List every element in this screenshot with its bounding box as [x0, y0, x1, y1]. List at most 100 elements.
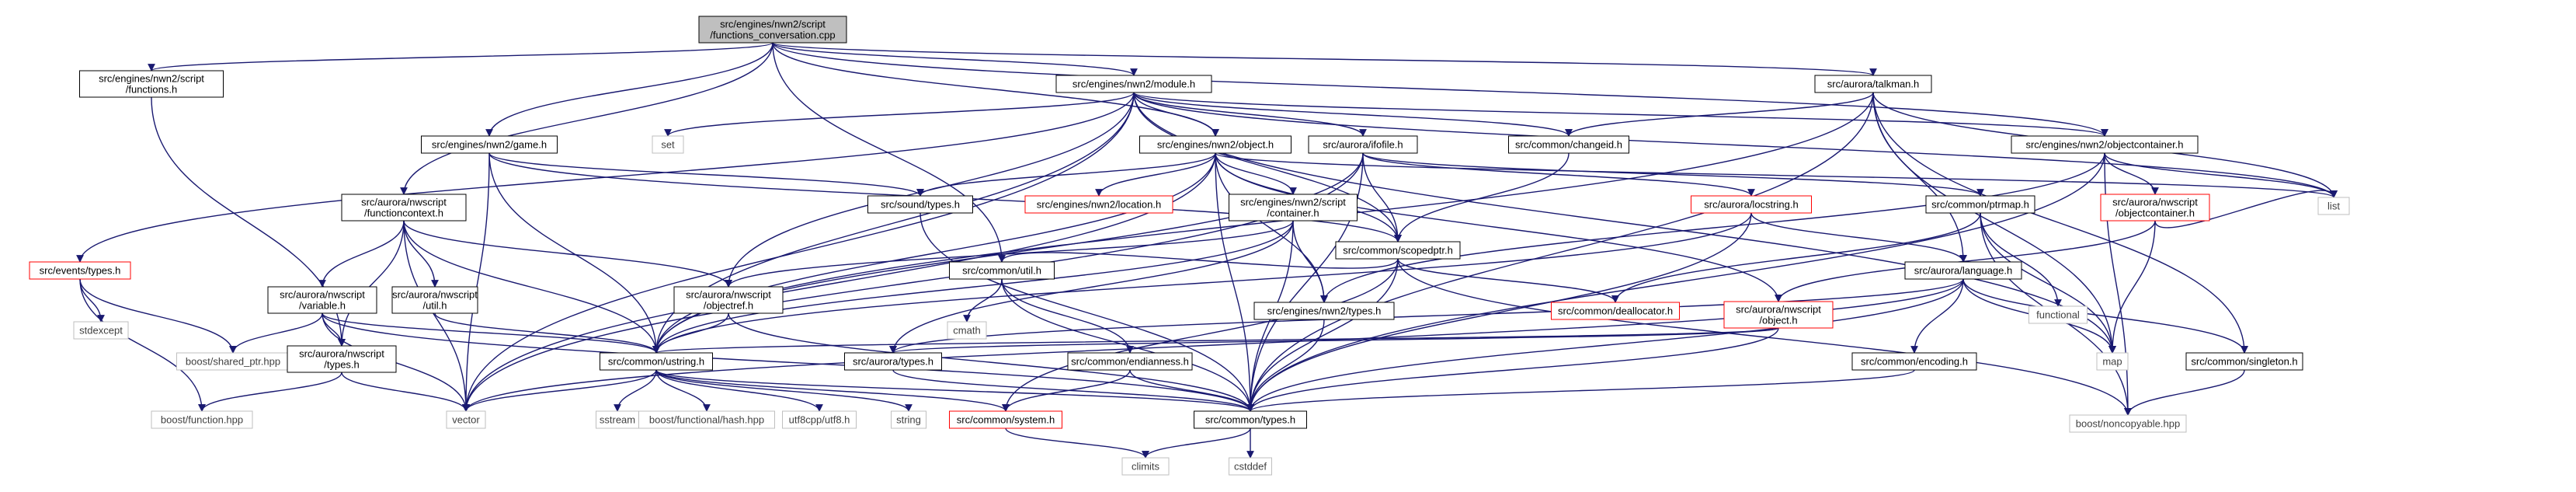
node-object[interactable]: src/engines/nwn2/object.h [1139, 135, 1291, 154]
node-root-label: src/engines/nwn2/script [720, 19, 826, 30]
node-noncopyable-label: boost/noncopyable.hpp [2076, 418, 2180, 430]
node-set: set [652, 135, 684, 154]
node-functioncontext[interactable]: src/aurora/nwscript/functioncontext.h [341, 194, 467, 222]
edge-commontypes-to-climits [1142, 427, 1251, 459]
edge-object-to-ustring [652, 152, 1216, 354]
node-module[interactable]: src/engines/nwn2/module.h [1055, 75, 1212, 93]
node-functioncontext-box [341, 194, 467, 222]
node-ifofile[interactable]: src/aurora/ifofile.h [1308, 135, 1418, 154]
node-nwsobject[interactable]: src/aurora/nwscript/object.h [1723, 301, 1834, 329]
node-talkman[interactable]: src/aurora/talkman.h [1814, 75, 1932, 93]
node-root[interactable]: src/engines/nwn2/script/functions_conver… [698, 16, 847, 44]
edge-ustring-to-system [655, 369, 1010, 412]
node-nwn2types[interactable]: src/engines/nwn2/types.h [1253, 302, 1395, 320]
edge-eventstypes-to-boostfunction [79, 278, 206, 412]
edge-talkman-to-changeid [1565, 92, 1874, 137]
node-cmath-label: cmath [953, 325, 980, 337]
node-language-label: src/aurora/language.h [1914, 265, 2012, 277]
edge-nwstypes-to-boostfunction [198, 372, 342, 412]
edge-module-to-objectcontainer [1133, 92, 2108, 137]
node-language-box [1904, 261, 2022, 280]
node-auroratypes[interactable]: src/aurora/types.h [844, 352, 942, 371]
node-language[interactable]: src/aurora/language.h [1904, 261, 2022, 280]
node-root-label: /functions_conversation.cpp [710, 30, 835, 41]
node-cstddef: cstddef [1229, 457, 1272, 476]
edge-ustring-to-commontypes [655, 369, 1254, 412]
node-endianness[interactable]: src/common/endianness.h [1067, 352, 1193, 371]
node-objectref[interactable]: src/aurora/nwscript/objectref.h [673, 286, 784, 314]
node-climits-label: climits [1132, 461, 1160, 473]
node-sstream: sstream [596, 410, 639, 429]
node-layer: src/engines/nwn2/script/functions_conver… [29, 16, 2350, 476]
node-objectcontainer[interactable]: src/engines/nwn2/objectcontainer.h [2011, 135, 2199, 154]
edge-ustring-to-hash [655, 369, 711, 412]
node-changeid[interactable]: src/common/changeid.h [1508, 135, 1629, 154]
edge-commonutil-to-endianness [1001, 278, 1134, 354]
node-eventstypes-label: src/events/types.h [40, 265, 121, 277]
edge-module-to-changeid [1133, 92, 1573, 137]
node-system-label: src/common/system.h [957, 414, 1055, 426]
edge-functioncontext-to-variable [318, 220, 405, 288]
node-module-label: src/engines/nwn2/module.h [1072, 79, 1195, 90]
edge-module-to-vector [462, 92, 1135, 412]
node-variable-label: /variable.h [299, 300, 346, 312]
node-endianness-label: src/common/endianness.h [1071, 356, 1189, 368]
edge-ifofile-to-locstring [1362, 152, 1755, 197]
node-ustring[interactable]: src/common/ustring.h [600, 352, 713, 371]
edge-object-to-nwsobject [1215, 152, 1782, 302]
edge-ustring-to-vector [462, 369, 657, 412]
node-location-label: src/engines/nwn2/location.h [1037, 199, 1161, 211]
node-nwsobjectcontainer[interactable]: src/aurora/nwscript/objectcontainer.h [2100, 194, 2210, 222]
edge-nwsutil-to-ustring [434, 312, 660, 354]
edge-locstring-to-language [1750, 212, 1967, 263]
node-hash-label: boost/functional/hash.hpp [649, 414, 764, 426]
node-nwstypes-label: /types.h [324, 359, 360, 371]
edge-scopedptr-to-commontypes [1246, 258, 1399, 412]
node-soundtypes[interactable]: src/sound/types.h [867, 195, 973, 214]
node-scriptcontainer-label: src/engines/nwn2/script [1240, 197, 1346, 208]
node-nwsobjectcontainer-label: src/aurora/nwscript [2112, 197, 2198, 208]
node-location[interactable]: src/engines/nwn2/location.h [1024, 195, 1173, 214]
edge-language-to-commontypes [1246, 278, 1964, 412]
node-eventstypes[interactable]: src/events/types.h [29, 261, 131, 280]
node-locstring[interactable]: src/aurora/locstring.h [1691, 195, 1812, 214]
node-game[interactable]: src/engines/nwn2/game.h [421, 135, 558, 154]
edge-changeid-to-scopedptr [1394, 152, 1570, 243]
node-variable[interactable]: src/aurora/nwscript/variable.h [267, 286, 377, 314]
node-commonutil[interactable]: src/common/util.h [949, 261, 1055, 280]
node-nwstypes[interactable]: src/aurora/nwscript/types.h [287, 345, 397, 373]
node-ptrmap[interactable]: src/common/ptrmap.h [1925, 195, 2035, 214]
node-system[interactable]: src/common/system.h [949, 410, 1062, 429]
node-nwsutil[interactable]: src/aurora/nwscript/util.h [391, 286, 478, 314]
node-list-box [2317, 197, 2350, 215]
node-nwsobjectcontainer-box [2100, 194, 2210, 222]
edge-root-to-functions [148, 42, 773, 72]
node-ptrmap-box [1925, 195, 2035, 214]
node-scriptcontainer[interactable]: src/engines/nwn2/script/container.h [1229, 194, 1358, 222]
node-vector: vector [446, 410, 486, 429]
node-set-box [652, 135, 684, 154]
node-encoding[interactable]: src/common/encoding.h [1851, 352, 1977, 371]
edge-objectref-to-commontypes [728, 312, 1254, 412]
node-deallocator[interactable]: src/common/deallocator.h [1551, 302, 1680, 320]
node-functional: functional [2028, 305, 2088, 324]
node-climits: climits [1121, 457, 1170, 476]
node-changeid-box [1508, 135, 1629, 154]
edge-objectcontainer-to-nwsobjectcontainer [2104, 152, 2159, 195]
edge-scriptcontainer-to-nwn2types [1292, 220, 1328, 303]
edge-ifofile-to-ptrmap [1362, 152, 1984, 197]
node-variable-box [267, 286, 377, 314]
node-scopedptr[interactable]: src/common/scopedptr.h [1335, 241, 1461, 260]
edge-language-to-vector [462, 278, 1964, 412]
node-commontypes[interactable]: src/common/types.h [1194, 410, 1307, 429]
edge-nwsobjectcontainer-to-map [2108, 220, 2156, 354]
edge-module-to-ustring [652, 92, 1135, 354]
node-noncopyable-box [2069, 414, 2187, 433]
edge-ptrmap-to-functional [1980, 212, 2062, 307]
node-functions[interactable]: src/engines/nwn2/script/functions.h [79, 70, 224, 98]
node-nwstypes-label: src/aurora/nwscript [299, 348, 384, 360]
node-singleton[interactable]: src/common/singleton.h [2185, 352, 2303, 371]
node-nwstypes-box [287, 345, 397, 373]
edge-talkman-to-singleton [1872, 92, 2248, 354]
